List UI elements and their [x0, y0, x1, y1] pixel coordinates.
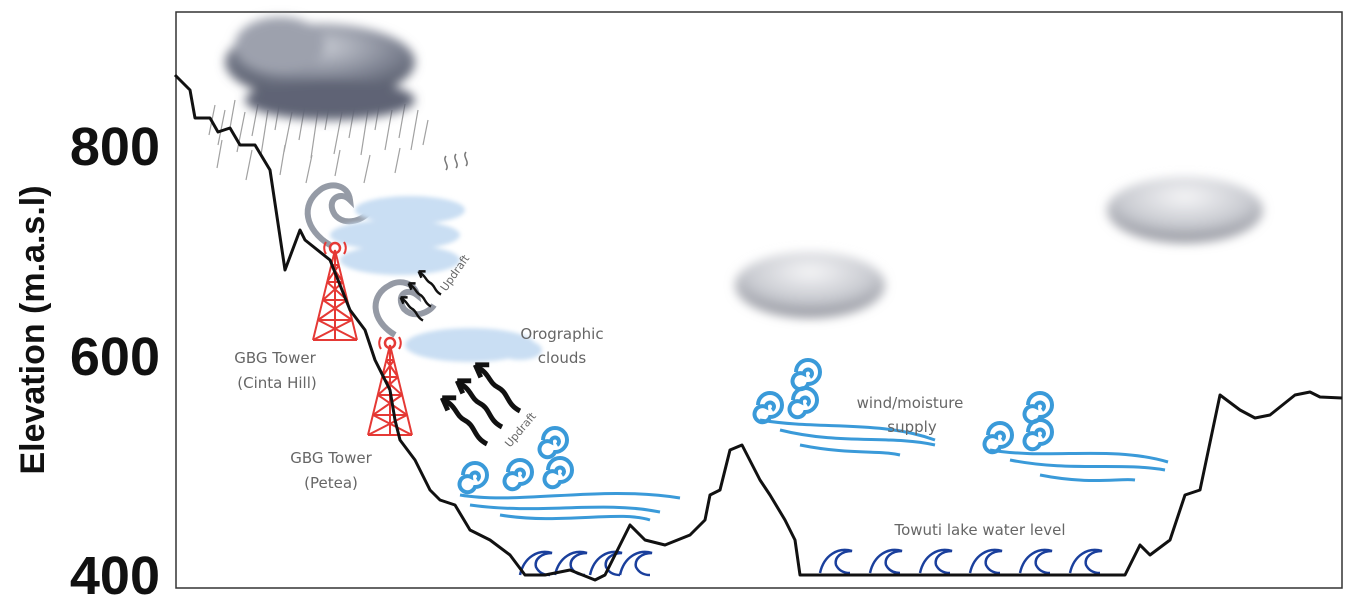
- plot-frame: [175, 11, 1343, 589]
- orographic-clouds-icon: [330, 196, 542, 362]
- lake-waves-towuti-icon: [818, 548, 1104, 575]
- label-tower-petea-line2: (Petea): [304, 474, 358, 492]
- label-tower-cinta-line2: (Cinta Hill): [237, 374, 316, 392]
- y-tick-800: 800: [70, 117, 160, 177]
- storm-cloud-icon: [208, 17, 468, 184]
- wind-swirls-right-icon: [982, 391, 1169, 483]
- tower-petea-icon: [366, 335, 414, 437]
- label-updraft-lower: Updraft: [502, 409, 539, 449]
- lake-waves-small-icon: [518, 550, 654, 577]
- label-orographic-line2: clouds: [538, 349, 587, 367]
- y-tick-600: 600: [70, 327, 160, 387]
- y-axis-label: Elevation (m.a.s.l): [14, 185, 52, 474]
- wind-swirls-middle-icon: [752, 358, 936, 457]
- y-tick-400: 400: [70, 546, 160, 600]
- cloud-vortex-icon: [304, 182, 437, 338]
- label-orographic-line1: Orographic: [520, 325, 603, 343]
- updraft-arrows-lower-icon: [442, 365, 520, 444]
- wind-swirls-left-icon: [457, 426, 681, 522]
- label-wind-line1: wind/moisture: [857, 394, 964, 412]
- label-tower-petea-line1: GBG Tower: [290, 449, 372, 467]
- label-wind-line2: supply: [887, 418, 937, 436]
- label-lake-level: Towuti lake water level: [893, 521, 1065, 539]
- cloud-right-icon: [1107, 177, 1263, 243]
- cloud-middle-icon: [735, 252, 885, 318]
- label-tower-cinta-line1: GBG Tower: [234, 349, 316, 367]
- terrain-profile: [173, 73, 1343, 582]
